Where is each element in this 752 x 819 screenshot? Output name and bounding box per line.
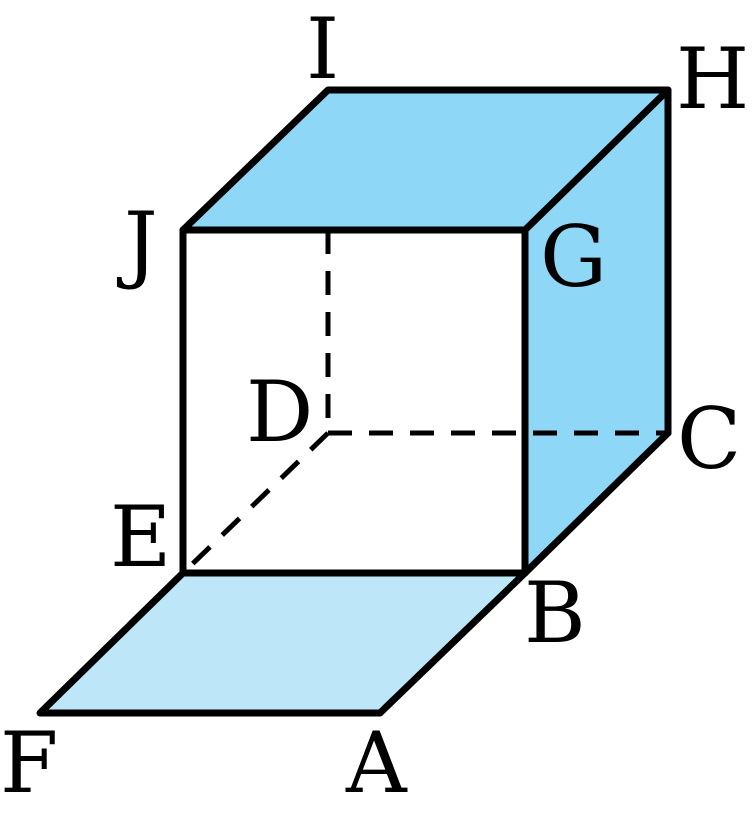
- edge-flap-outline: [36, 569, 529, 717]
- edge-cb: [521, 429, 672, 577]
- hidden-edge-de: [181, 431, 330, 575]
- label-a: A: [345, 714, 408, 812]
- edge-top-face-outline: [179, 86, 672, 234]
- edge-front-face-outline: [179, 226, 529, 577]
- label-j: J: [116, 194, 158, 292]
- label-b: B: [524, 564, 586, 662]
- label-c: C: [677, 390, 741, 488]
- label-h: H: [676, 30, 749, 128]
- face-top-jghi: [183, 90, 668, 230]
- label-e: E: [110, 488, 171, 586]
- label-d: D: [246, 363, 313, 461]
- label-g: G: [540, 208, 607, 306]
- face-bottom-flap-efab: [40, 573, 525, 713]
- label-f: F: [0, 714, 58, 812]
- face-front-jgbe: [183, 230, 525, 573]
- label-i: I: [306, 0, 339, 98]
- face-right-gbch: [525, 90, 668, 573]
